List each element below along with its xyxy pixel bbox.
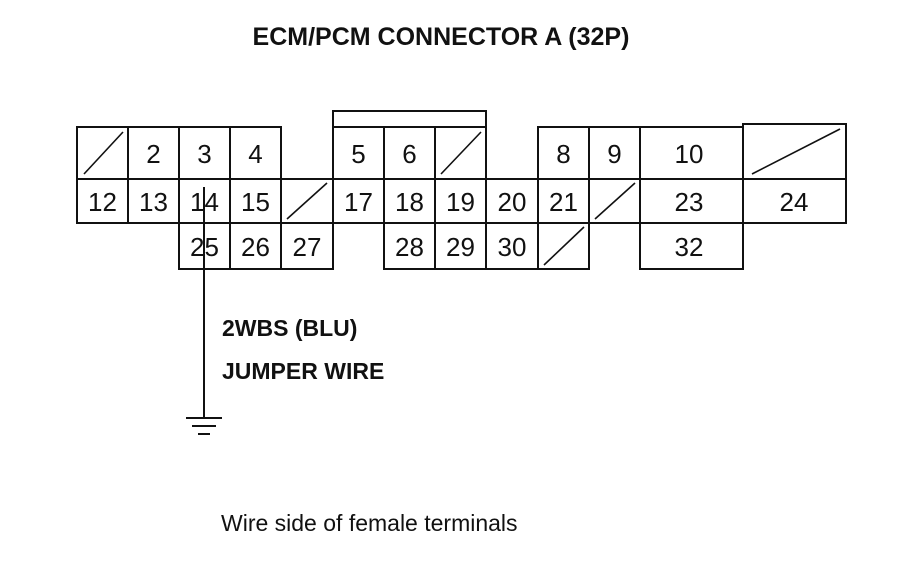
terminal-label: 2 [146, 139, 160, 169]
terminal-30: 30 [485, 222, 539, 270]
terminal-15: 15 [229, 178, 282, 224]
terminal-label: 17 [344, 187, 373, 217]
terminal-27: 27 [280, 222, 334, 270]
terminal-6: 6 [383, 126, 436, 180]
terminal-19: 19 [434, 178, 487, 224]
terminal-label: 13 [139, 187, 168, 217]
terminal-21: 21 [537, 178, 590, 224]
terminal-7 [434, 126, 487, 180]
terminal-8: 8 [537, 126, 590, 180]
terminal-label: 10 [675, 139, 704, 169]
terminal-label: 26 [241, 232, 270, 262]
terminal-label: 23 [675, 187, 704, 217]
terminal-label: 27 [293, 232, 322, 262]
terminal-11 [742, 123, 847, 180]
ground-icon [186, 417, 222, 435]
terminal-label: 15 [241, 187, 270, 217]
terminal-18: 18 [383, 178, 436, 224]
terminal-2: 2 [127, 126, 180, 180]
terminal-3: 3 [178, 126, 231, 180]
terminal-label: 32 [675, 232, 704, 262]
terminal-label: 19 [446, 187, 475, 217]
view-caption: Wire side of female terminals [221, 510, 518, 536]
terminal-12: 12 [76, 178, 129, 224]
terminal-label: 8 [556, 139, 570, 169]
wire-color-label: 2WBS (BLU) [222, 315, 357, 341]
terminal-31 [537, 222, 590, 270]
terminal-1 [76, 126, 129, 180]
terminal-label: 20 [498, 187, 527, 217]
terminal-28: 28 [383, 222, 436, 270]
terminal-label: 24 [780, 187, 809, 217]
terminal-label: 18 [395, 187, 424, 217]
terminal-label: 21 [549, 187, 578, 217]
terminal-label: 3 [197, 139, 211, 169]
terminal-4: 4 [229, 126, 282, 180]
terminal-label: 4 [248, 139, 262, 169]
terminal-5: 5 [332, 126, 385, 180]
terminal-label: 6 [402, 139, 416, 169]
terminal-13: 13 [127, 178, 180, 224]
diagram-title: ECM/PCM CONNECTOR A (32P) [253, 23, 630, 51]
terminal-26: 26 [229, 222, 282, 270]
terminal-label: 30 [498, 232, 527, 262]
terminal-label: 12 [88, 187, 117, 217]
terminal-label: 5 [351, 139, 365, 169]
wire-type-label: JUMPER WIRE [222, 358, 384, 384]
terminal-32: 32 [639, 222, 744, 270]
terminal-22 [588, 178, 641, 224]
terminal-16 [280, 178, 334, 224]
connector-lock-tab [332, 110, 487, 127]
terminal-10: 10 [639, 126, 744, 180]
terminal-29: 29 [434, 222, 487, 270]
terminal-24: 24 [742, 178, 847, 224]
terminal-label: 28 [395, 232, 424, 262]
terminal-label: 29 [446, 232, 475, 262]
terminal-17: 17 [332, 178, 385, 224]
terminal-9: 9 [588, 126, 641, 180]
terminal-20: 20 [485, 178, 539, 224]
terminal-23: 23 [639, 178, 744, 224]
terminal-label: 9 [607, 139, 621, 169]
